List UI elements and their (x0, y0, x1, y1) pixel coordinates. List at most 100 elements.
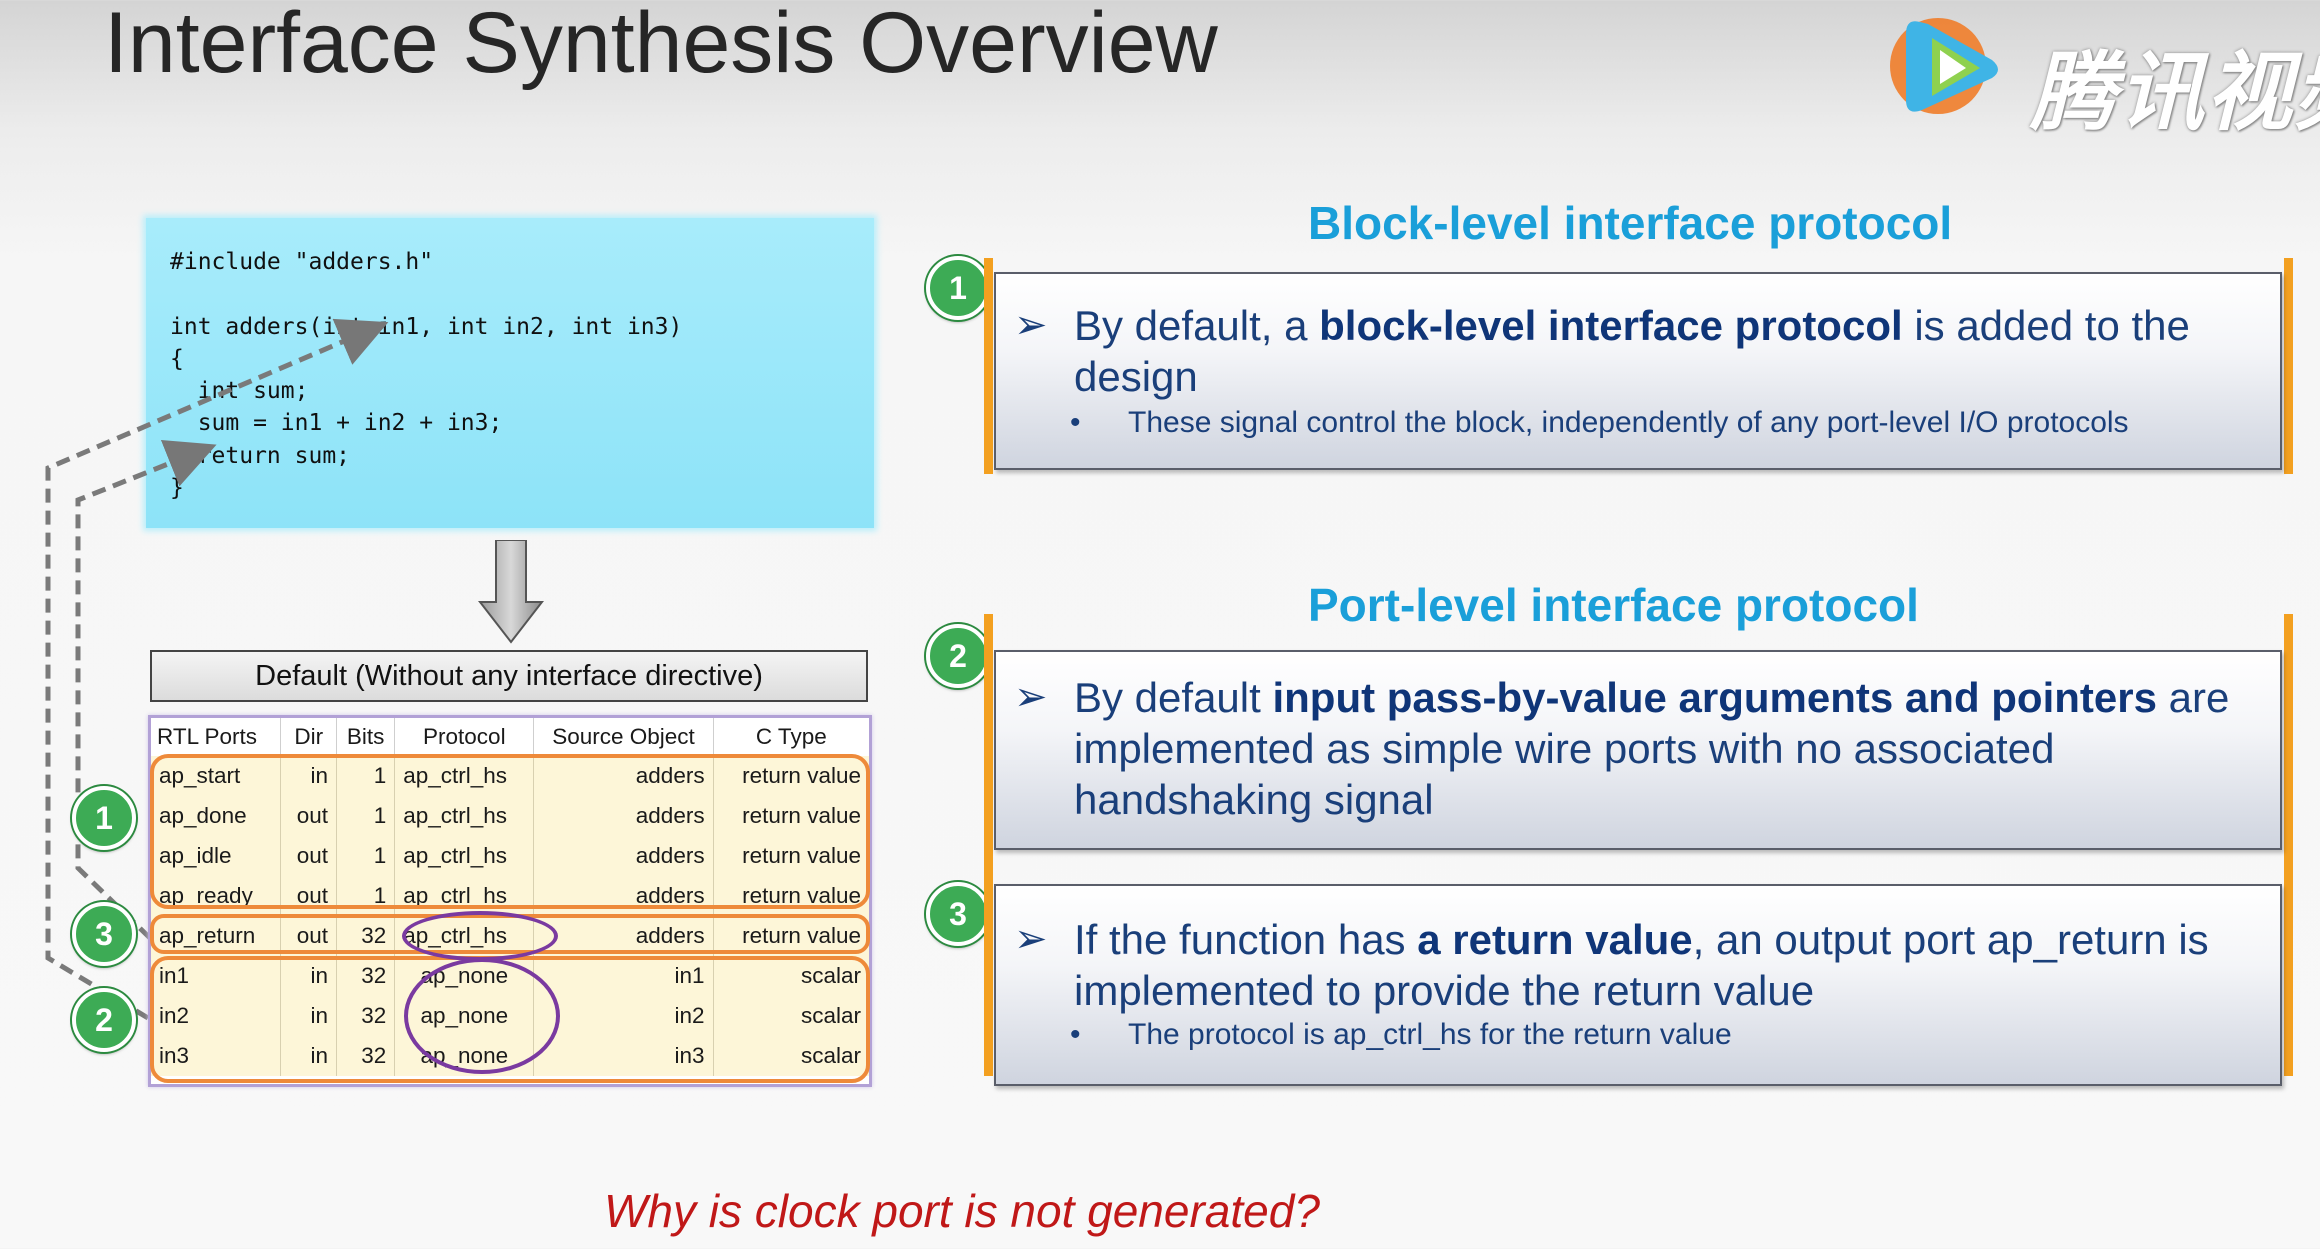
cell-source: in3 (533, 1036, 714, 1076)
header-protocol: Protocol (394, 718, 535, 756)
cell-port: ap_idle (151, 836, 282, 876)
cell-dir: out (280, 916, 338, 956)
block-point-bold: block-level interface protocol (1319, 302, 1903, 349)
cell-source: adders (533, 876, 714, 916)
cell-bits: 1 (336, 876, 396, 916)
port-level-panel (994, 650, 2282, 850)
return-value-panel (994, 884, 2282, 1086)
accent-bar-right (2284, 258, 2293, 474)
cell-port: ap_ready (151, 876, 282, 916)
block-level-point: By default, a block-level interface prot… (1074, 300, 2254, 402)
page-title: Interface Synthesis Overview (104, 0, 1218, 91)
badge-1: 1 (926, 256, 990, 320)
header-c-type: C Type (713, 718, 869, 756)
table-row: ap_done out 1 ap_ctrl_hs adders return v… (151, 796, 869, 836)
header-rtl-ports: RTL Ports (151, 718, 282, 756)
cell-source: adders (533, 796, 714, 836)
cell-dir: in (280, 1036, 338, 1076)
block-level-heading: Block-level interface protocol (1308, 197, 1953, 249)
header-bits: Bits (336, 718, 396, 756)
port-level-point: By default input pass-by-value arguments… (1074, 672, 2264, 825)
chevron-bullet-icon: ➢ (1014, 303, 1048, 347)
cell-source: adders (533, 916, 714, 956)
code-box: #include "adders.h" int adders(int in1, … (146, 218, 874, 528)
clock-port-question: Why is clock port is not generated? (604, 1185, 1320, 1237)
cell-source: adders (533, 836, 714, 876)
cell-ctype: return value (713, 796, 869, 836)
cell-ctype: scalar (713, 956, 869, 996)
cell-dir: out (280, 796, 338, 836)
cell-source: in1 (533, 956, 714, 996)
tencent-video-logo (1890, 18, 1998, 114)
block-level-subpoint: • These signal control the block, indepen… (1070, 406, 2129, 440)
dashed-arrow-in-params (45, 318, 389, 1021)
cell-dir: in (280, 996, 338, 1036)
sub-bullet-icon: • (1070, 1018, 1081, 1051)
accent-bar-left-2 (984, 614, 993, 1076)
cell-ctype: return value (713, 756, 869, 796)
protocol-ring-inputs (404, 958, 560, 1074)
block-point-pre: By default, a (1074, 302, 1320, 349)
header-source-object: Source Object (533, 718, 714, 756)
cell-ctype: scalar (713, 1036, 869, 1076)
cell-bits: 32 (336, 1036, 396, 1076)
table-caption: Default (Without any interface directive… (150, 650, 868, 702)
badge-2-table: 2 (72, 988, 136, 1052)
cell-bits: 32 (336, 996, 396, 1036)
port-point-post: are implemented as simple wire ports wit… (1074, 674, 2230, 823)
block-level-panel (994, 272, 2282, 470)
badge-3: 3 (926, 882, 990, 946)
down-arrow-icon (478, 540, 544, 644)
accent-bar-left (984, 258, 993, 474)
protocol-ring-return (402, 911, 558, 961)
cell-dir: in (280, 956, 338, 996)
port-point-pre: By default (1074, 674, 1273, 721)
sub-bullet-icon: • (1070, 406, 1081, 439)
header-dir: Dir (280, 718, 338, 756)
cell-port: ap_start (151, 756, 282, 796)
return-value-point: If the function has a return value, an o… (1074, 914, 2264, 1016)
table-header-row: RTL Ports Dir Bits Protocol Source Objec… (151, 718, 869, 756)
cell-ctype: return value (713, 836, 869, 876)
chevron-bullet-icon: ➢ (1014, 917, 1048, 961)
highlight-control-ports-box (150, 754, 870, 909)
cell-dir: out (280, 876, 338, 916)
cell-source: in2 (533, 996, 714, 1036)
logo-text: 腾讯视频 (2030, 45, 2320, 141)
cell-bits: 32 (336, 916, 396, 956)
cell-dir: in (280, 756, 338, 796)
return-value-subpoint: • The protocol is ap_ctrl_hs for the retu… (1070, 1018, 1732, 1052)
cell-bits: 32 (336, 956, 396, 996)
cell-ctype: scalar (713, 996, 869, 1036)
block-point-post: is added to the design (1074, 302, 2190, 400)
cell-protocol: ap_ctrl_hs (394, 796, 535, 836)
cell-port: in3 (151, 1036, 282, 1076)
table-row: ap_ready out 1 ap_ctrl_hs adders return … (151, 876, 869, 916)
badge-3-table: 3 (72, 902, 136, 966)
ret-point-pre: If the function has (1074, 916, 1418, 963)
cell-bits: 1 (336, 796, 396, 836)
cell-bits: 1 (336, 756, 396, 796)
ret-point-post: , an output port ap_return is implemente… (1074, 916, 2209, 1014)
code-snippet: #include "adders.h" int adders(int in1, … (170, 249, 683, 502)
accent-bar-right-2 (2284, 614, 2293, 1076)
port-level-heading: Port-level interface protocol (1308, 579, 1919, 631)
ret-sub-text: The protocol is ap_ctrl_hs for the retur… (1128, 1018, 1732, 1051)
cell-ctype: return value (713, 916, 869, 956)
cell-port: in1 (151, 956, 282, 996)
cell-port: ap_done (151, 796, 282, 836)
cell-port: ap_return (151, 916, 282, 956)
badge-1-table: 1 (72, 786, 136, 850)
badge-2: 2 (926, 624, 990, 688)
cell-bits: 1 (336, 836, 396, 876)
ret-point-bold: a return value (1417, 916, 1693, 963)
chevron-bullet-icon: ➢ (1014, 675, 1048, 719)
block-sub-text: These signal control the block, independ… (1128, 406, 2129, 439)
port-point-bold: input pass-by-value arguments and pointe… (1272, 674, 2157, 721)
cell-dir: out (280, 836, 338, 876)
table-row: ap_start in 1 ap_ctrl_hs adders return v… (151, 756, 869, 796)
cell-ctype: return value (713, 876, 869, 916)
table-row: ap_idle out 1 ap_ctrl_hs adders return v… (151, 836, 869, 876)
cell-protocol: ap_ctrl_hs (394, 756, 535, 796)
cell-protocol: ap_ctrl_hs (394, 876, 535, 916)
